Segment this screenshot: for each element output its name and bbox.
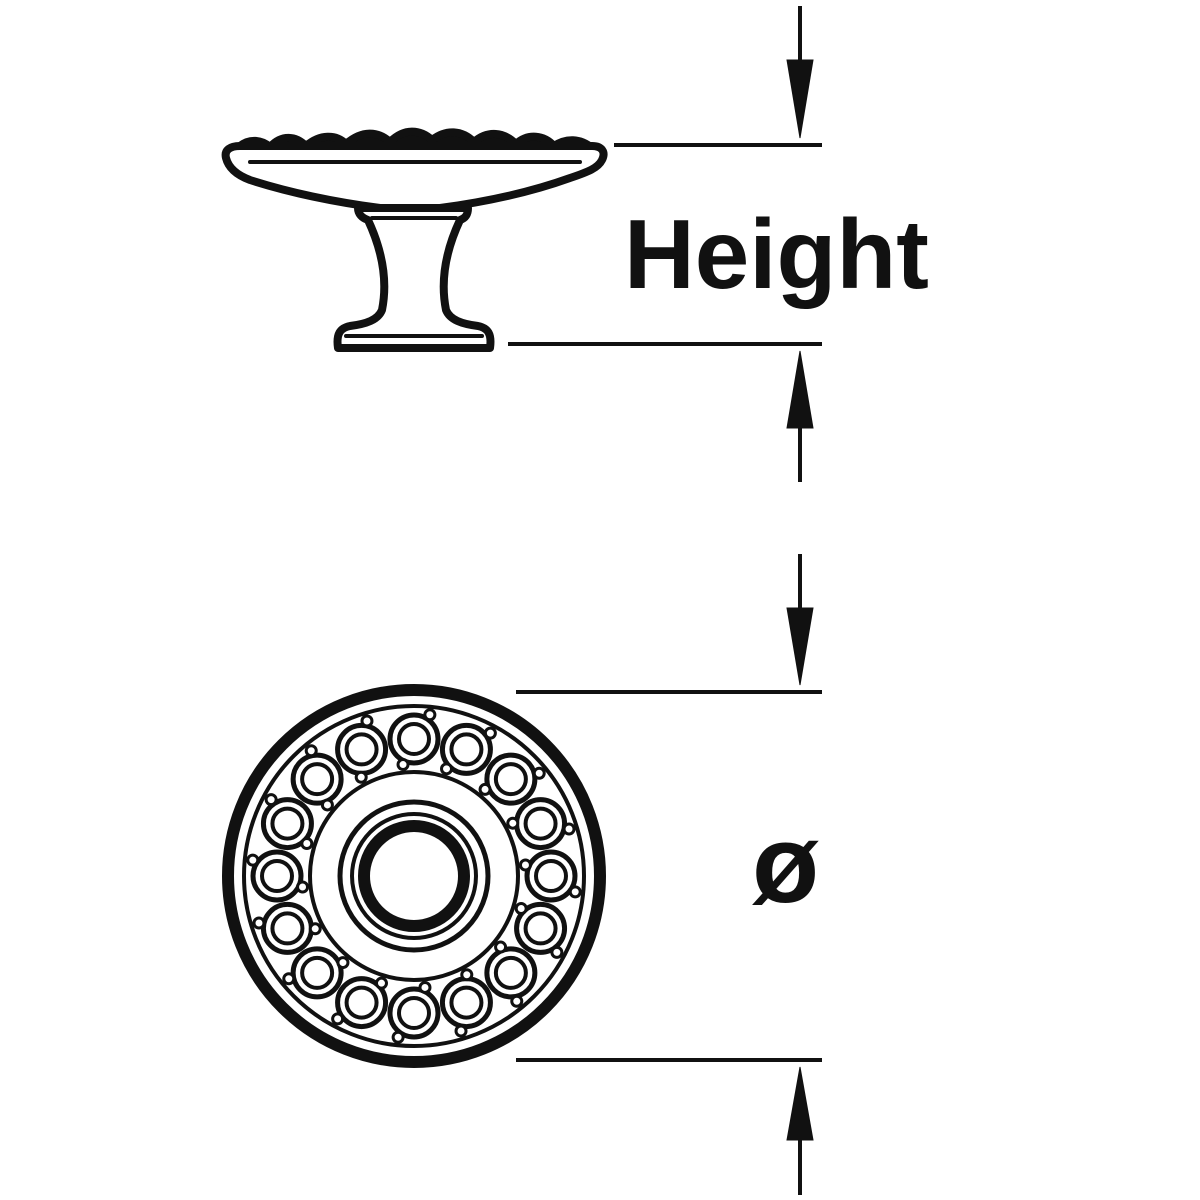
small-bead [331, 1012, 345, 1026]
small-bead [514, 902, 528, 916]
small-bead [391, 1030, 405, 1044]
large-bead-inner [523, 911, 558, 946]
small-bead [532, 766, 546, 780]
small-bead [282, 972, 296, 986]
large-bead-inner [270, 806, 305, 841]
small-bead [440, 762, 454, 776]
large-bead-inner [449, 732, 484, 767]
knob-boss-middle [350, 812, 478, 940]
small-bead [246, 853, 260, 867]
knob-side-view [221, 127, 608, 352]
small-bead [518, 858, 532, 872]
height-arrow-top-head [786, 59, 814, 139]
bead-ring [246, 708, 582, 1044]
large-bead-inner [300, 762, 335, 797]
large-bead-inner [344, 732, 379, 767]
small-bead [510, 994, 524, 1008]
small-bead [354, 770, 368, 784]
small-bead [506, 816, 520, 830]
small-bead [494, 940, 508, 954]
large-bead-inner [534, 859, 568, 893]
knob-inner-ring-outer [242, 704, 586, 1048]
small-bead [478, 782, 492, 796]
knob-boss-center [358, 820, 470, 932]
small-bead [300, 836, 314, 850]
large-bead-inner [493, 955, 528, 990]
small-bead [418, 980, 432, 994]
small-bead [568, 885, 582, 899]
large-bead-inner [344, 985, 379, 1020]
small-bead [320, 798, 334, 812]
large-bead-inner [523, 806, 558, 841]
knob-top-view [222, 684, 606, 1068]
knob-inner-ring-inner [308, 770, 520, 982]
small-bead [460, 968, 474, 982]
small-bead [296, 880, 310, 894]
height-arrow-bottom-head [786, 350, 814, 429]
large-bead-inner [260, 859, 294, 893]
large-bead-inner [397, 722, 431, 756]
small-bead [374, 976, 388, 990]
small-bead [252, 916, 266, 930]
small-bead [308, 922, 322, 936]
small-bead [454, 1024, 468, 1038]
large-bead-inner [493, 762, 528, 797]
diameter-symbol: ø [752, 803, 819, 926]
small-bead [562, 822, 576, 836]
large-bead-inner [449, 985, 484, 1020]
small-bead [360, 714, 374, 728]
diameter-arrow-bottom-head [786, 1066, 814, 1141]
knob-boss-outer [337, 799, 491, 953]
small-bead [304, 744, 318, 758]
small-bead [264, 793, 278, 807]
small-bead [336, 956, 350, 970]
knob-neck-outline [333, 204, 495, 352]
small-bead [396, 758, 410, 772]
small-bead [550, 945, 564, 959]
height-label: Height [624, 199, 929, 309]
diameter-arrow-top-head [786, 607, 814, 686]
knob-cap-outline [221, 142, 608, 212]
height-dimension [508, 6, 822, 482]
large-bead-inner [270, 911, 305, 946]
small-bead [423, 708, 437, 722]
small-bead [483, 726, 497, 740]
diameter-dimension [516, 554, 822, 1195]
large-bead-inner [397, 996, 431, 1030]
large-bead-inner [300, 955, 335, 990]
